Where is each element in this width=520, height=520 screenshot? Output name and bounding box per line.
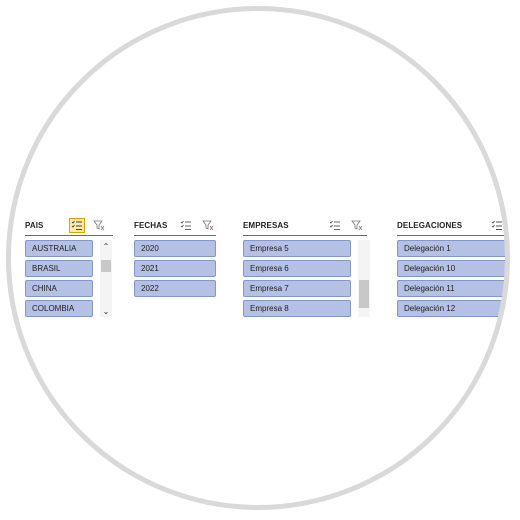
slicer-fechas: FECHAS 2020 2021 2022 bbox=[134, 218, 216, 297]
scroll-up-arrow-icon[interactable]: ⌃ bbox=[102, 241, 110, 251]
slicer-empresas: EMPRESAS Empresa 5 Empresa 6 Em bbox=[243, 218, 370, 317]
slicer-title: DELEGACIONES bbox=[397, 221, 463, 230]
slicer-item[interactable]: Delegación 1 bbox=[397, 240, 505, 257]
slicer-title: EMPRESAS bbox=[243, 221, 289, 230]
multi-select-icon[interactable] bbox=[69, 218, 85, 233]
slicer-item[interactable]: BRASIL bbox=[25, 260, 93, 277]
slicer-item[interactable]: AUSTRALIA bbox=[25, 240, 93, 257]
slicer-header: DELEGACIONES bbox=[397, 218, 505, 236]
clear-filter-icon[interactable] bbox=[349, 218, 365, 233]
vertical-scrollbar[interactable] bbox=[358, 240, 370, 317]
slicer-item[interactable]: Empresa 7 bbox=[243, 280, 351, 297]
scroll-down-arrow-icon[interactable]: ⌄ bbox=[102, 306, 110, 316]
scroll-thumb[interactable] bbox=[359, 280, 369, 308]
slicer-item[interactable]: Delegación 10 bbox=[397, 260, 505, 277]
clear-filter-icon[interactable] bbox=[200, 218, 216, 233]
slicer-item[interactable]: Delegación 11 bbox=[397, 280, 505, 297]
slicer-item[interactable]: 2022 bbox=[134, 280, 216, 297]
multi-select-icon[interactable] bbox=[327, 218, 343, 233]
slicer-header: EMPRESAS bbox=[243, 218, 367, 236]
scroll-thumb[interactable] bbox=[101, 260, 111, 272]
clear-filter-icon[interactable] bbox=[91, 218, 107, 233]
slicer-item[interactable]: CHINA bbox=[25, 280, 93, 297]
slicer-header: PAIS bbox=[25, 218, 113, 236]
slicer-item[interactable]: Empresa 5 bbox=[243, 240, 351, 257]
vertical-scrollbar[interactable]: ⌃ ⌄ bbox=[100, 240, 112, 317]
slicer-header: FECHAS bbox=[134, 218, 216, 236]
slicer-item[interactable]: Delegación 12 bbox=[397, 300, 505, 317]
slicer-pais: PAIS AUSTRALIA BRASIL CHINA bbox=[25, 218, 113, 317]
slicer-item[interactable]: 2021 bbox=[134, 260, 216, 277]
multi-select-icon[interactable] bbox=[178, 218, 194, 233]
slicer-delegaciones: DELEGACIONES Delegación 1 Delegación bbox=[397, 218, 505, 317]
slicer-title: PAIS bbox=[25, 221, 44, 230]
slicer-item[interactable]: Empresa 8 bbox=[243, 300, 351, 317]
slicer-title: FECHAS bbox=[134, 221, 168, 230]
slicer-item[interactable]: 2020 bbox=[134, 240, 216, 257]
circular-frame: PAIS AUSTRALIA BRASIL CHINA bbox=[6, 6, 510, 510]
multi-select-icon[interactable] bbox=[489, 218, 505, 233]
slicer-item[interactable]: COLOMBIA bbox=[25, 300, 93, 317]
slicer-item[interactable]: Empresa 6 bbox=[243, 260, 351, 277]
